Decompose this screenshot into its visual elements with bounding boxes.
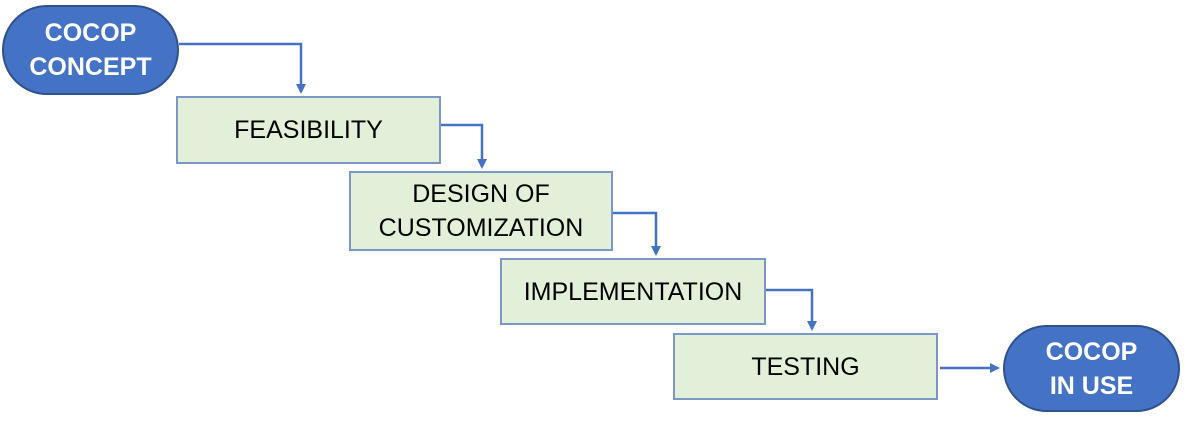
- step-testing: TESTING: [673, 333, 938, 400]
- start-node: COCOP CONCEPT: [2, 5, 179, 95]
- step-label: IMPLEMENTATION: [523, 277, 743, 306]
- step-feasibility: FEASIBILITY: [176, 96, 441, 164]
- connector-arrow: [441, 123, 487, 169]
- step-design-of-customization: DESIGN OF CUSTOMIZATION: [349, 171, 613, 251]
- connector-arrow: [613, 211, 661, 256]
- step-label: FEASIBILITY: [234, 116, 383, 144]
- connector-arrow: [766, 288, 817, 331]
- step-label: TESTING: [751, 352, 860, 381]
- connector-arrow: [179, 42, 306, 94]
- end-node: COCOP IN USE: [1003, 325, 1180, 412]
- start-node-label: CONCEPT: [29, 53, 152, 81]
- step-implementation: IMPLEMENTATION: [500, 258, 766, 325]
- end-node-label: COCOP: [1045, 337, 1138, 366]
- end-node-label: IN USE: [1049, 371, 1134, 400]
- step-label: CUSTOMIZATION: [378, 214, 584, 242]
- start-node-label: COCOP: [44, 19, 137, 47]
- step-label: DESIGN OF: [412, 180, 550, 208]
